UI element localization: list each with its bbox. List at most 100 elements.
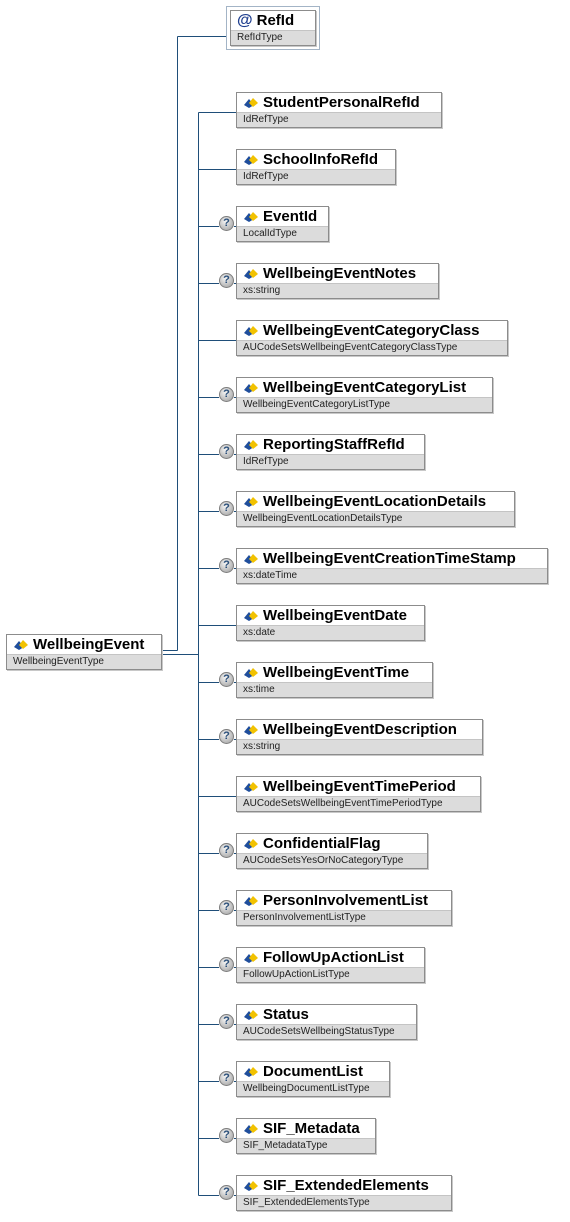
element-icon [244,895,258,906]
element-type: xs:string [237,739,482,754]
optional-question-icon: ? [219,1014,234,1029]
element-name: WellbeingEventDescription [263,721,457,738]
optional-question-icon: ? [219,957,234,972]
optional-question-icon: ? [219,729,234,744]
element-icon [244,496,258,507]
element-icon [244,553,258,564]
element-name: SIF_ExtendedElements [263,1177,429,1194]
element-icon [244,268,258,279]
element-icon [244,439,258,450]
optional-question-icon: ? [219,273,234,288]
element-name: PersonInvolvementList [263,892,429,909]
element-type: SIF_MetadataType [237,1138,375,1153]
element-name: WellbeingEventTime [263,664,410,681]
element-type: IdRefType [237,112,441,127]
element-type: AUCodeSetsWellbeingStatusType [237,1024,416,1039]
element-name: WellbeingEventCategoryList [263,379,467,396]
optional-question-icon: ? [219,1128,234,1143]
element-name: SIF_Metadata [263,1120,360,1137]
element-type: xs:dateTime [237,568,547,583]
element-type: xs:string [237,283,438,298]
attribute-type: RefIdType [231,30,315,45]
element-icon [244,154,258,165]
element-type: PersonInvolvementListType [237,910,451,925]
element-type: SIF_ExtendedElementsType [237,1195,451,1210]
element-icon [244,724,258,735]
element-type: IdRefType [237,169,395,184]
element-type: WellbeingEventLocationDetailsType [237,511,514,526]
element-icon [244,610,258,621]
element-type: LocalIdType [237,226,328,241]
optional-question-icon: ? [219,843,234,858]
optional-question-icon: ? [219,558,234,573]
root-element-box[interactable]: WellbeingEvent WellbeingEventType [6,634,162,670]
element-type: IdRefType [237,454,424,469]
element-name: WellbeingEventCreationTimeStamp [263,550,516,567]
element-name: WellbeingEventNotes [263,265,417,282]
optional-question-icon: ? [219,1071,234,1086]
optional-question-icon: ? [219,444,234,459]
element-type: xs:time [237,682,432,697]
element-type: WellbeingDocumentListType [237,1081,389,1096]
element-name: WellbeingEventTimePeriod [263,778,456,795]
element-icon [244,838,258,849]
element-type: xs:date [237,625,424,640]
element-icon [244,1123,258,1134]
element-icon [244,667,258,678]
element-name: WellbeingEventDate [263,607,407,624]
optional-question-icon: ? [219,216,234,231]
element-name: EventId [263,208,318,225]
element-name: DocumentList [263,1063,364,1080]
element-type: AUCodeSetsYesOrNoCategoryType [237,853,427,868]
element-name: WellbeingEventLocationDetails [263,493,487,510]
attribute-group: @ RefId RefIdType [226,6,320,50]
element-icon [244,382,258,393]
element-name: WellbeingEventCategoryClass [263,322,480,339]
element-icon [244,97,258,108]
element-icon [244,325,258,336]
element-name: ReportingStaffRefId [263,436,405,453]
element-name: StudentPersonalRefId [263,94,420,111]
element-type: AUCodeSetsWellbeingEventCategoryClassTyp… [237,340,507,355]
attribute-box[interactable]: @ RefId RefIdType [230,10,316,46]
optional-question-icon: ? [219,900,234,915]
element-icon [14,639,28,650]
element-type: FollowUpActionListType [237,967,424,982]
element-name: FollowUpActionList [263,949,404,966]
element-icon [244,1066,258,1077]
attribute-name: RefId [256,12,295,29]
element-name: Status [263,1006,309,1023]
element-icon [244,1009,258,1020]
root-element-type: WellbeingEventType [7,654,161,669]
root-element-name: WellbeingEvent [33,636,145,653]
optional-question-icon: ? [219,672,234,687]
optional-question-icon: ? [219,387,234,402]
optional-question-icon: ? [219,1185,234,1200]
element-icon [244,781,258,792]
element-name: ConfidentialFlag [263,835,381,852]
element-type: WellbeingEventCategoryListType [237,397,492,412]
element-name: SchoolInfoRefId [263,151,378,168]
optional-question-icon: ? [219,501,234,516]
